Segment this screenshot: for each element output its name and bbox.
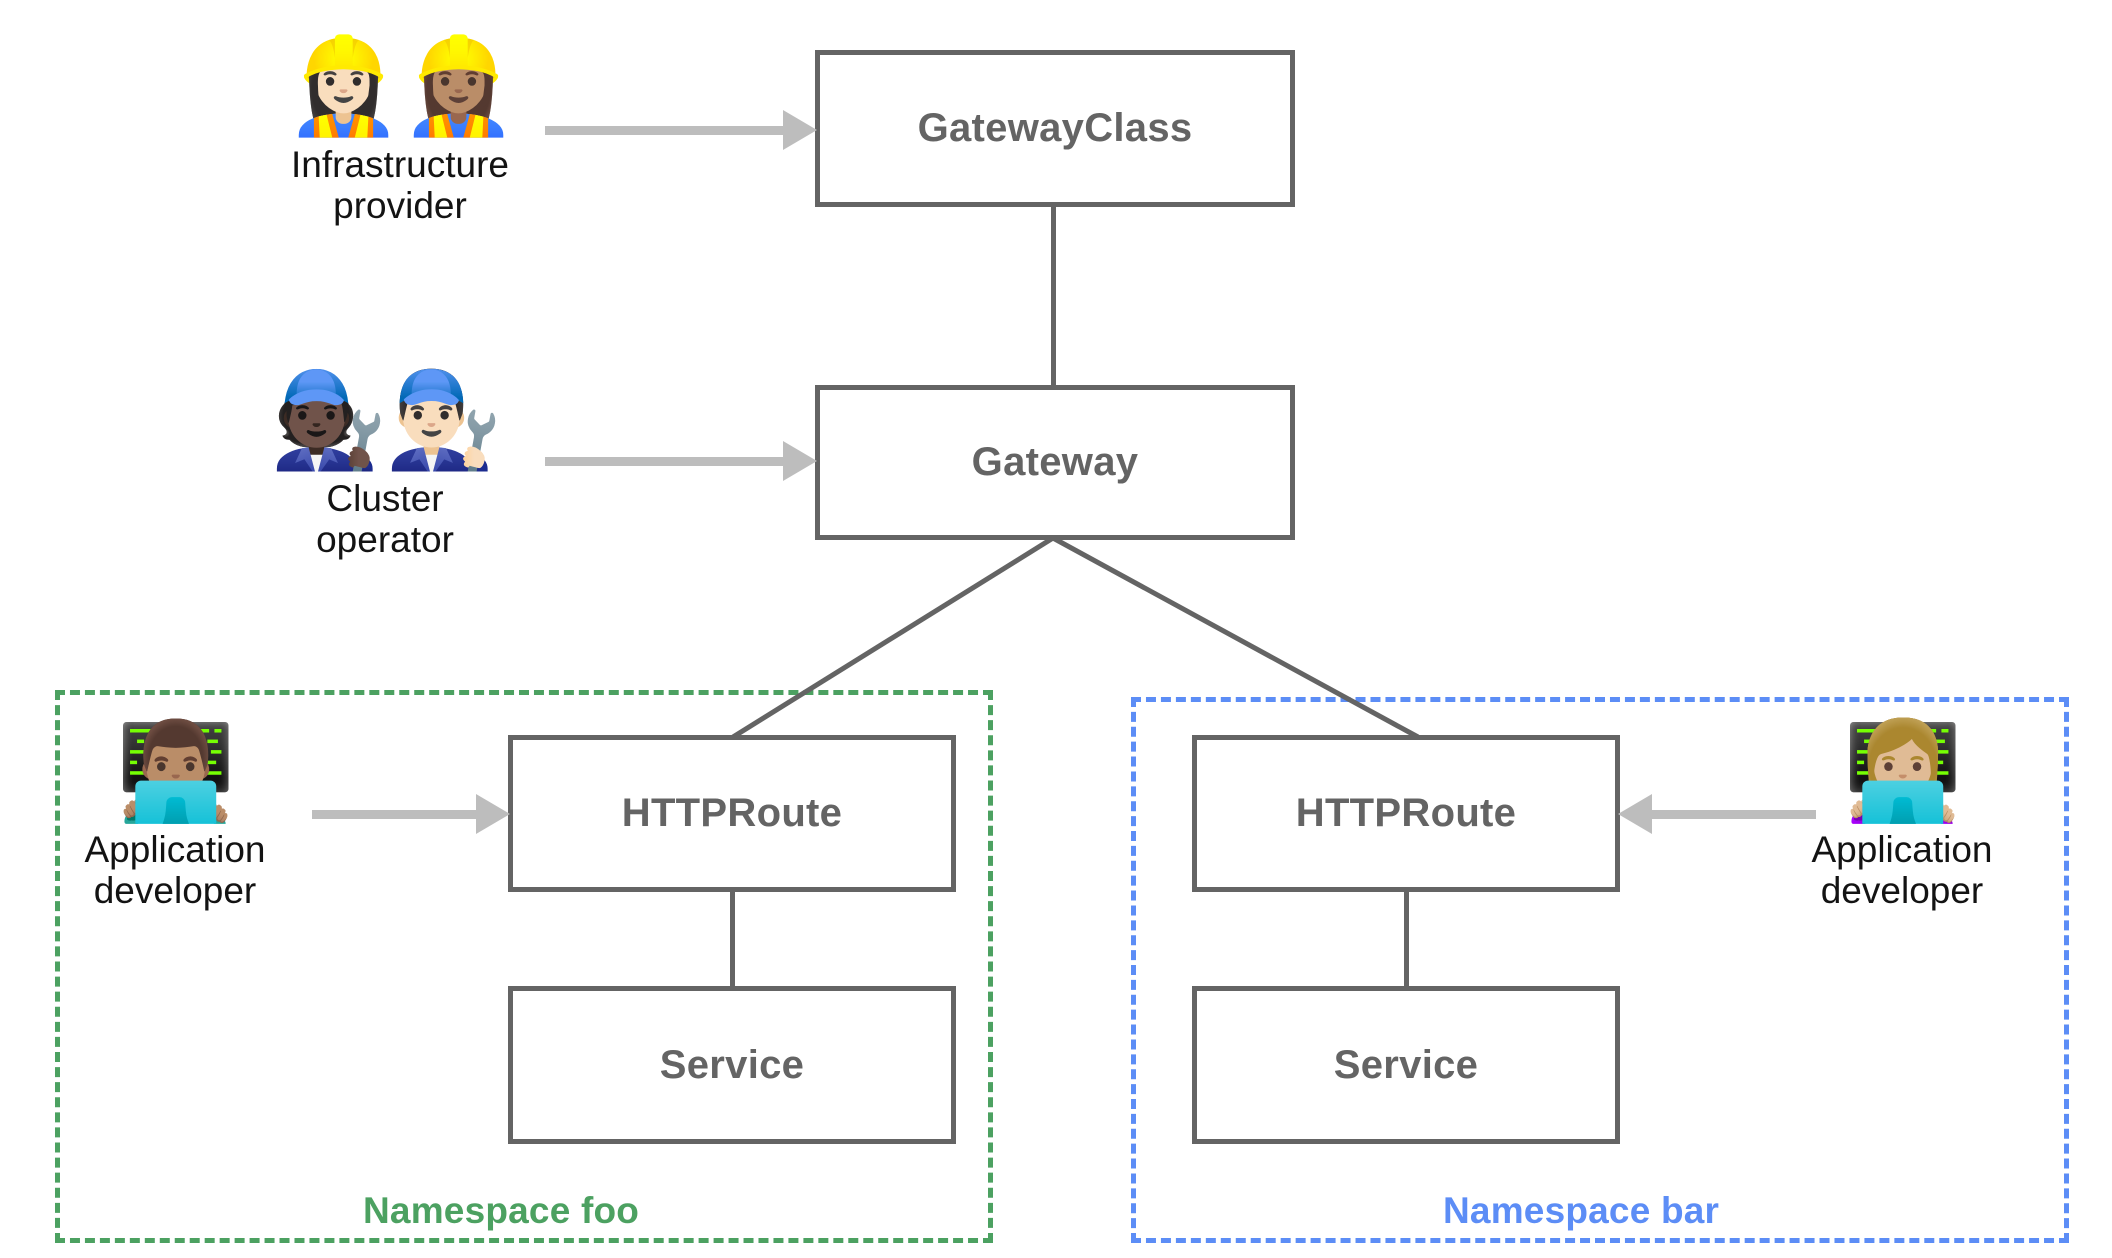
resource-label-gatewayclass: GatewayClass [917, 106, 1193, 150]
namespace-region-bar [1131, 697, 2069, 1243]
persona-cluster-operator: 🧑🏿‍🔧👨🏻‍🔧 Cluster operator [240, 374, 530, 561]
namespace-label-bar: Namespace bar [1443, 1190, 1720, 1231]
connector-httproute-service-foo [730, 888, 735, 988]
resource-box-gatewayclass[interactable]: GatewayClass [815, 50, 1295, 207]
arrow-app-developer-to-httproute-bar [1618, 794, 1816, 834]
persona-label-application-developer-foo: Application developer [84, 829, 266, 912]
construction-worker-icon: 👷🏻‍♀️👷🏽‍♀️ [284, 32, 517, 141]
connector-gatewayclass-gateway [1051, 203, 1056, 387]
namespace-region-foo [55, 690, 993, 1243]
connector-httproute-service-bar [1404, 888, 1409, 988]
arrow-cluster-operator-to-gateway [545, 441, 817, 481]
resource-box-service-bar[interactable]: Service [1192, 986, 1620, 1144]
persona-infrastructure-provider: 👷🏻‍♀️👷🏽‍♀️ Infrastructure provider [250, 40, 550, 227]
resource-label-httproute-foo: HTTPRoute [621, 791, 843, 835]
resource-label-httproute-bar: HTTPRoute [1295, 791, 1517, 835]
resource-label-gateway: Gateway [971, 440, 1139, 484]
technologist-icon: 👩🏼‍💻 [1843, 715, 1963, 827]
resource-label-service-bar: Service [1333, 1042, 1479, 1087]
resource-box-httproute-bar[interactable]: HTTPRoute [1192, 735, 1620, 892]
mechanic-icon: 🧑🏿‍🔧👨🏻‍🔧 [269, 366, 502, 475]
persona-application-developer-bar: 👩🏼‍💻 Application developer [1804, 723, 2000, 912]
arrow-head-right-icon [783, 110, 817, 150]
arrow-shaft [545, 125, 783, 135]
arrow-head-right-icon [783, 441, 817, 481]
arrow-app-developer-to-httproute-foo [312, 794, 510, 834]
persona-label-infrastructure-provider: Infrastructure provider [291, 144, 509, 227]
arrow-infrastructure-provider-to-gatewayclass [545, 110, 817, 150]
resource-box-service-foo[interactable]: Service [508, 986, 956, 1144]
arrow-head-left-icon [1618, 794, 1652, 834]
persona-label-cluster-operator: Cluster operator [316, 478, 454, 561]
resource-box-gateway[interactable]: Gateway [815, 385, 1295, 540]
persona-label-application-developer-bar: Application developer [1811, 829, 1993, 912]
resource-label-service-foo: Service [659, 1042, 805, 1087]
namespace-label-foo: Namespace foo [363, 1190, 640, 1231]
persona-application-developer-foo: 👨🏽‍💻 Application developer [77, 723, 273, 912]
technologist-icon: 👨🏽‍💻 [116, 715, 236, 827]
arrow-shaft [545, 456, 783, 466]
arrow-shaft [1652, 809, 1816, 819]
resource-box-httproute-foo[interactable]: HTTPRoute [508, 735, 956, 892]
arrow-shaft [312, 809, 476, 819]
arrow-head-right-icon [476, 794, 510, 834]
